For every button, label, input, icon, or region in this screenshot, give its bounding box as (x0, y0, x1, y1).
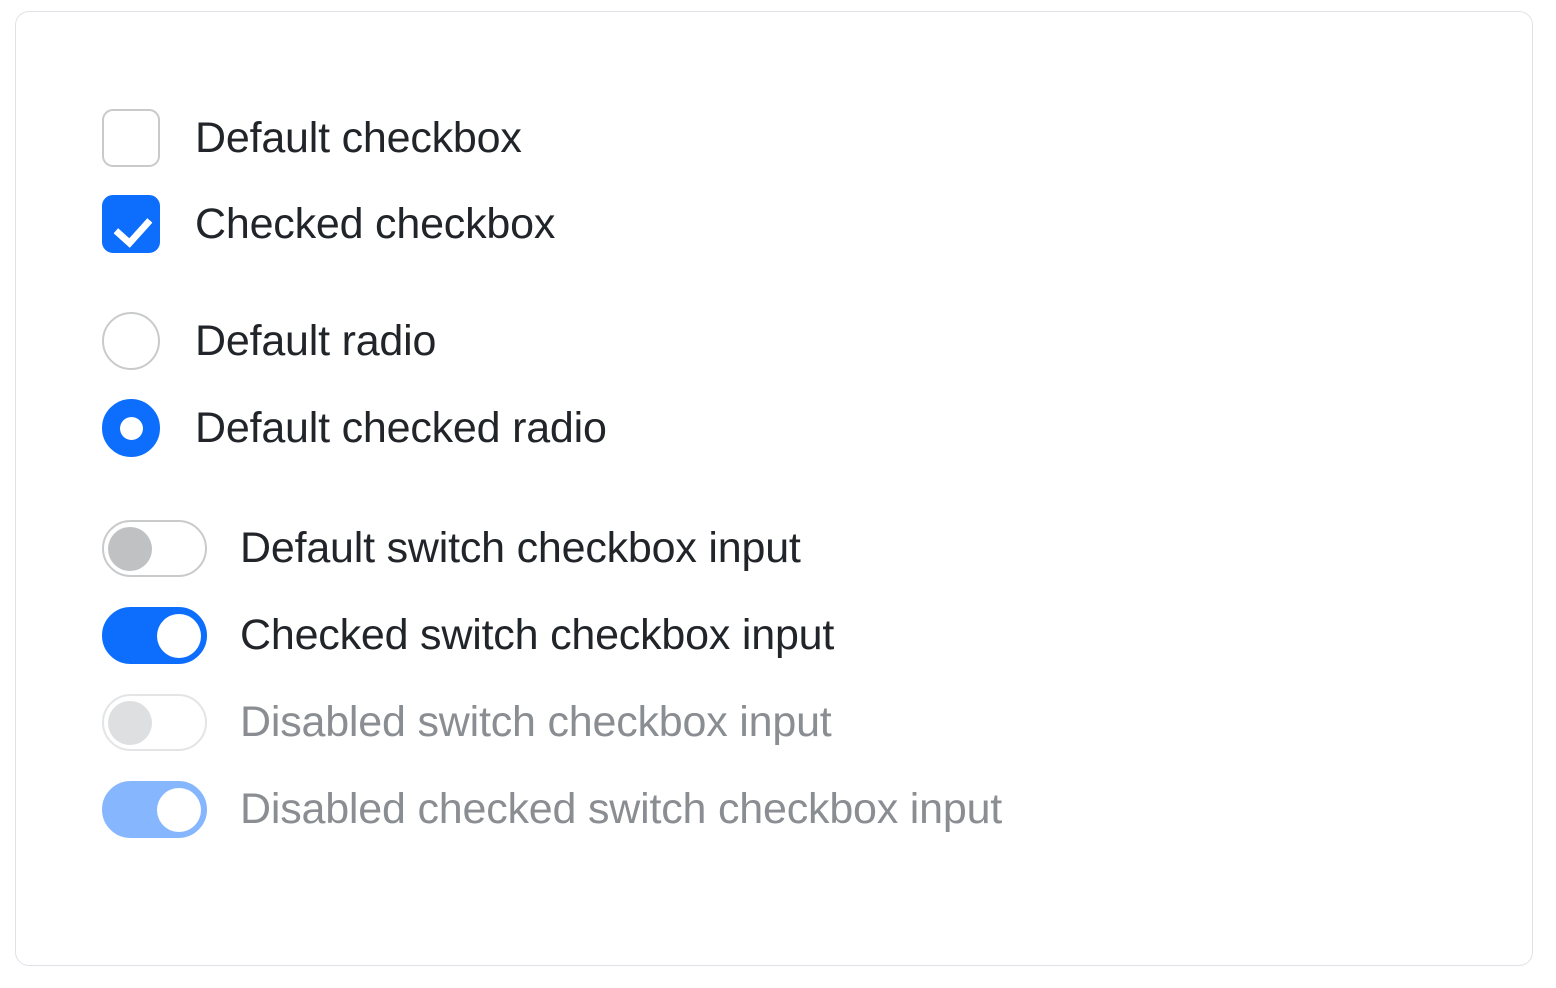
switch-label: Disabled checked switch checkbox input (240, 785, 1003, 833)
switch-label: Disabled switch checkbox input (240, 698, 832, 746)
switch-knob (108, 526, 152, 571)
radio-label[interactable]: Default checked radio (195, 403, 607, 452)
form-check-default-checkbox[interactable]: Default checkbox (102, 109, 1512, 167)
switch-group: Default switch checkbox input Checked sw… (102, 520, 1512, 838)
switch-off-disabled-icon (102, 694, 207, 751)
form-check-checked-radio[interactable]: Default checked radio (102, 399, 1512, 457)
radio-unchecked-icon[interactable] (102, 312, 160, 370)
radio-label[interactable]: Default radio (195, 316, 437, 365)
form-check-checked-switch[interactable]: Checked switch checkbox input (102, 607, 1512, 664)
card-body: Default checkbox Checked checkbox Defaul… (102, 109, 1512, 945)
form-check-default-radio[interactable]: Default radio (102, 312, 1512, 370)
switch-label[interactable]: Checked switch checkbox input (240, 611, 835, 659)
checkbox-label[interactable]: Checked checkbox (195, 199, 556, 248)
radio-checked-icon[interactable] (102, 399, 160, 457)
switch-off-icon[interactable] (102, 520, 207, 577)
form-check-default-switch[interactable]: Default switch checkbox input (102, 520, 1512, 577)
checkbox-checked-icon[interactable] (102, 195, 160, 253)
switch-on-icon[interactable] (102, 607, 207, 664)
switch-knob (108, 700, 152, 745)
group-spacer (102, 472, 1512, 520)
switch-label[interactable]: Default switch checkbox input (240, 524, 801, 572)
switch-on-disabled-icon (102, 781, 207, 838)
form-controls-card: Default checkbox Checked checkbox Defaul… (15, 11, 1533, 966)
form-check-checked-checkbox[interactable]: Checked checkbox (102, 195, 1512, 253)
radio-group: Default radio Default checked radio (102, 312, 1512, 457)
checkbox-unchecked-icon[interactable] (102, 109, 160, 167)
form-check-disabled-checked-switch: Disabled checked switch checkbox input (102, 781, 1512, 838)
switch-knob (157, 787, 201, 832)
form-check-disabled-switch: Disabled switch checkbox input (102, 694, 1512, 751)
checkbox-group: Default checkbox Checked checkbox (102, 109, 1512, 253)
switch-knob (157, 613, 201, 658)
group-spacer (102, 268, 1512, 312)
checkbox-label[interactable]: Default checkbox (195, 113, 522, 162)
